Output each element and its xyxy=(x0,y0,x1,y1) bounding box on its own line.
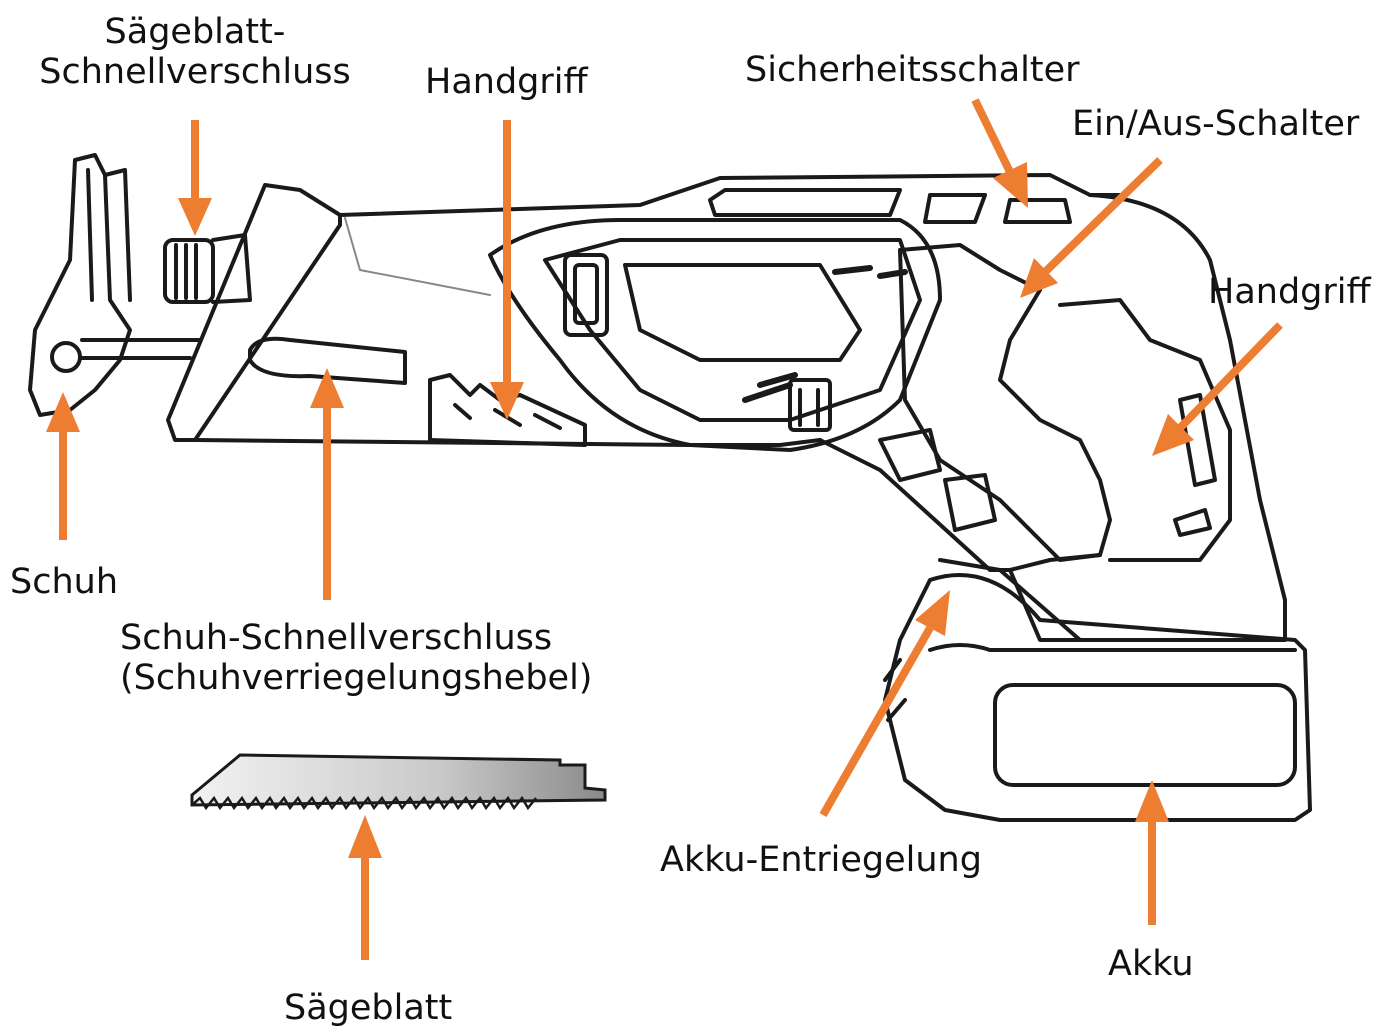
label-akku: Akku xyxy=(1108,944,1194,984)
vent-panel xyxy=(623,263,862,362)
label-sicherheitsschalter: Sicherheitsschalter xyxy=(745,50,1080,90)
label-handgriff-front: Handgriff xyxy=(425,62,588,102)
trigger xyxy=(898,243,1112,562)
rear-handle xyxy=(1008,193,1287,642)
shoe-shape xyxy=(28,153,132,417)
switch-box xyxy=(788,378,832,432)
shoe-lock-lever xyxy=(248,336,407,385)
front-nose xyxy=(166,183,342,442)
label-line-2: (Schuhverriegelungshebel) xyxy=(120,658,593,699)
label-schuh-schnellverschluss: Schuh-Schnellverschluss (Schuhverriegelu… xyxy=(120,618,592,699)
battery-label-recess xyxy=(993,683,1297,787)
label-ein-aus-schalter: Ein/Aus-Schalter xyxy=(1072,104,1360,144)
callout-arrows xyxy=(46,98,1283,960)
saw-blade-icon xyxy=(190,753,607,811)
label-handgriff-rear: Handgriff xyxy=(1208,272,1371,312)
label-line-2: Schnellverschluss xyxy=(39,52,351,93)
label-line-1: Sägeblatt- xyxy=(104,12,286,52)
motor-housing xyxy=(488,218,942,452)
battery-pack xyxy=(883,573,1312,822)
label-saegeblatt: Sägeblatt xyxy=(284,988,453,1028)
label-akku-entriegelung: Akku-Entriegelung xyxy=(660,840,982,880)
label-line-1: Schuh-Schnellverschluss xyxy=(120,618,553,658)
blade-clamp-knob xyxy=(163,238,215,304)
shoe-pivot xyxy=(50,341,82,373)
label-saegeblatt-schnellverschluss: Sägeblatt- Schnellverschluss xyxy=(35,12,355,93)
label-schuh: Schuh xyxy=(10,562,119,602)
